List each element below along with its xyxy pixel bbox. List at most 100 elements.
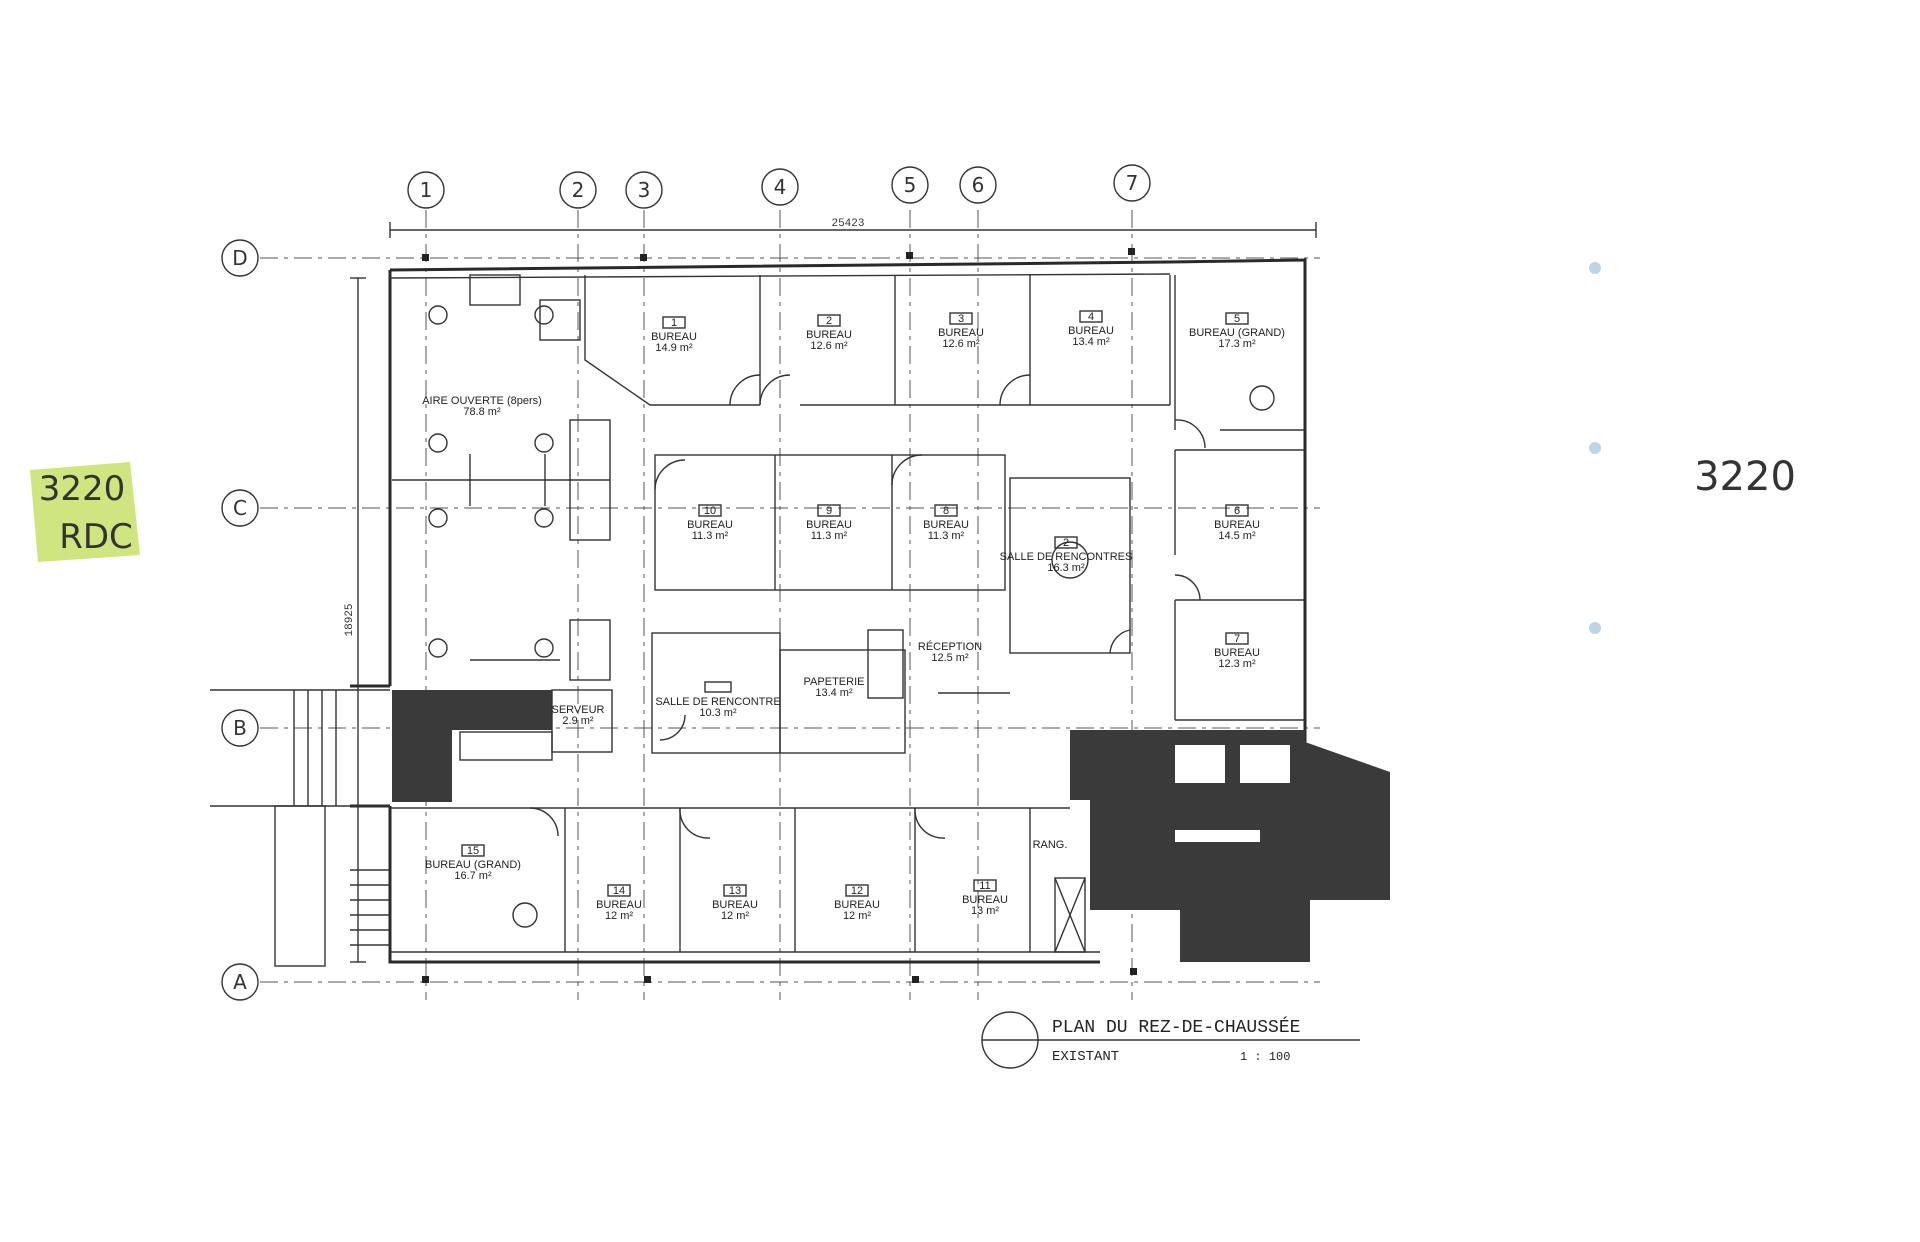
svg-text:7: 7: [1126, 171, 1139, 195]
svg-text:BUREAU: BUREAU: [651, 331, 697, 343]
svg-text:13: 13: [729, 885, 741, 897]
svg-text:BUREAU: BUREAU: [712, 899, 758, 911]
svg-text:BUREAU: BUREAU: [1214, 519, 1260, 531]
svg-text:C: C: [233, 496, 247, 520]
handwritten-number: 3220: [1694, 454, 1796, 500]
svg-text:BUREAU: BUREAU: [962, 894, 1008, 906]
svg-text:11.3 m²: 11.3 m²: [928, 530, 965, 542]
svg-text:14.9 m²: 14.9 m²: [655, 342, 693, 354]
svg-text:15: 15: [467, 845, 479, 857]
svg-text:13.4 m²: 13.4 m²: [815, 687, 853, 699]
exterior-walls: [350, 258, 1307, 964]
svg-text:2: 2: [1063, 537, 1069, 549]
dimension-width: 25423: [389, 218, 1317, 238]
grid-row-A: A: [221, 963, 259, 1001]
svg-text:13.4 m²: 13.4 m²: [1072, 336, 1110, 348]
svg-text:18925: 18925: [344, 603, 356, 636]
svg-text:78.8 m²: 78.8 m²: [463, 406, 501, 418]
svg-text:A: A: [233, 970, 247, 994]
svg-text:D: D: [232, 246, 247, 270]
svg-text:BUREAU: BUREAU: [806, 519, 852, 531]
svg-text:BUREAU: BUREAU: [596, 899, 642, 911]
title-block: PLAN DU REZ-DE-CHAUSSÉE EXISTANT 1 : 100: [981, 1011, 1360, 1069]
grid-row-B: B: [221, 709, 259, 747]
grid-column-7: 7: [1113, 164, 1151, 202]
column-grid-bubbles: 1 2 3 4 5 6 7: [407, 164, 1151, 209]
svg-text:SALLE DE RENCONTRES: SALLE DE RENCONTRES: [1000, 551, 1133, 563]
svg-text:25423: 25423: [831, 218, 864, 230]
furniture-chairs: [428, 305, 1275, 928]
svg-text:12 m²: 12 m²: [843, 910, 871, 922]
grid-column-3: 3: [625, 171, 663, 209]
svg-text:4: 4: [1088, 311, 1094, 323]
svg-text:3: 3: [958, 313, 964, 325]
svg-text:10.3 m²: 10.3 m²: [699, 707, 737, 719]
room-labels: AIRE OUVERTE (8pers)78.8 m² 1BUREAU14.9 …: [422, 310, 1285, 922]
svg-text:4: 4: [774, 175, 787, 199]
grid-column-4: 4: [761, 168, 799, 206]
door-swings: [529, 374, 1206, 839]
svg-text:2: 2: [572, 178, 585, 202]
svg-text:5: 5: [904, 173, 917, 197]
svg-text:SALLE DE RENCONTRE: SALLE DE RENCONTRE: [655, 696, 780, 708]
svg-text:BUREAU (GRAND): BUREAU (GRAND): [1189, 327, 1285, 339]
plan-scale: 1 : 100: [1240, 1050, 1290, 1064]
room-rangement: RANG.: [1033, 839, 1068, 851]
svg-text:3: 3: [638, 178, 651, 202]
grid-row-C: C: [221, 489, 259, 527]
exterior-stairs: [210, 689, 390, 967]
binder-marks: [1589, 262, 1601, 634]
svg-text:BUREAU: BUREAU: [923, 519, 969, 531]
svg-text:BUREAU: BUREAU: [834, 899, 880, 911]
svg-text:16.3 m²: 16.3 m²: [1047, 562, 1085, 574]
sticky-note-number: 3220: [39, 469, 126, 509]
svg-text:12.5 m²: 12.5 m²: [931, 652, 969, 664]
svg-text:SERVEUR: SERVEUR: [552, 704, 605, 716]
svg-text:AIRE OUVERTE (8pers): AIRE OUVERTE (8pers): [422, 395, 542, 407]
svg-text:11.3 m²: 11.3 m²: [811, 530, 848, 542]
svg-text:RANG.: RANG.: [1033, 839, 1068, 851]
grid-column-2: 2: [559, 171, 597, 209]
svg-text:10: 10: [704, 505, 716, 517]
sticky-note-level: RDC: [59, 517, 133, 557]
plan-subtitle: EXISTANT: [1052, 1049, 1119, 1065]
svg-text:2: 2: [826, 315, 832, 327]
svg-text:9: 9: [826, 505, 832, 517]
svg-text:BUREAU: BUREAU: [687, 519, 733, 531]
svg-text:BUREAU: BUREAU: [938, 327, 984, 339]
svg-text:12 m²: 12 m²: [721, 910, 749, 922]
svg-text:14: 14: [613, 885, 625, 897]
svg-text:BUREAU (GRAND): BUREAU (GRAND): [425, 859, 521, 871]
svg-text:8: 8: [943, 505, 949, 517]
svg-text:7: 7: [1234, 633, 1240, 645]
svg-text:2.9 m²: 2.9 m²: [562, 715, 594, 727]
svg-text:1: 1: [671, 317, 677, 329]
svg-text:PAPETERIE: PAPETERIE: [804, 676, 865, 688]
grid-column-6: 6: [959, 166, 997, 204]
svg-text:12.6 m²: 12.6 m²: [942, 338, 980, 350]
svg-text:BUREAU: BUREAU: [1214, 647, 1260, 659]
dimension-height: 18925: [344, 277, 366, 963]
row-grid-bubbles: D C B A: [221, 239, 259, 1001]
svg-text:1: 1: [420, 178, 433, 202]
svg-text:5: 5: [1234, 313, 1240, 325]
svg-text:12.3 m²: 12.3 m²: [1218, 658, 1256, 670]
dark-structure: [392, 690, 1390, 962]
